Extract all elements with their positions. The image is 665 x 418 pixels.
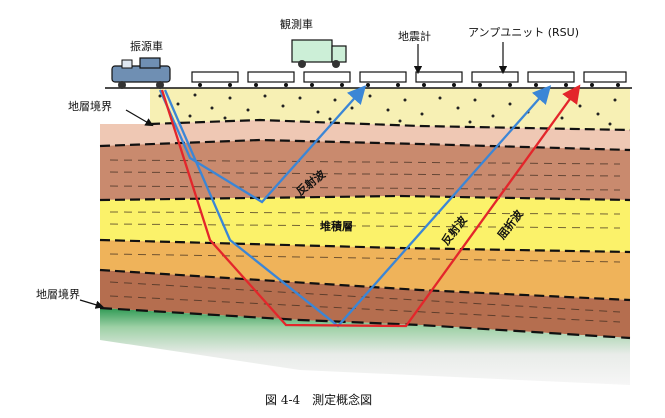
sedimentary-layer-label: 堆積層 bbox=[320, 219, 353, 233]
observation-truck-label: 観測車 bbox=[280, 17, 313, 31]
vibrator-truck-label: 振源車 bbox=[130, 39, 163, 53]
reflected-ray-deep bbox=[163, 85, 552, 328]
bedrock-layer bbox=[100, 308, 630, 385]
reflected-rays bbox=[158, 85, 552, 328]
dark-brown-layer bbox=[100, 270, 630, 338]
observation-truck-icon bbox=[291, 39, 347, 68]
vibrator-truck-icon bbox=[111, 57, 171, 89]
layer-boundary-top-label: 地層境界 bbox=[68, 99, 112, 113]
figure-caption: 図 4-4 測定概念図 bbox=[265, 392, 372, 407]
layer-boundary-bottom-label: 地層境界 bbox=[36, 287, 80, 301]
label-arrows bbox=[79, 42, 508, 309]
brown-layer bbox=[100, 140, 630, 200]
geophone-array bbox=[191, 71, 627, 87]
amplifier-unit-label: アンプユニット (RSU) bbox=[468, 26, 579, 39]
orange-layer bbox=[100, 240, 630, 300]
refracted-ray bbox=[160, 84, 581, 328]
seismometer-label: 地震計 bbox=[398, 29, 431, 43]
refracted-rays bbox=[160, 84, 581, 328]
yellow-sedimentary-layer bbox=[100, 196, 630, 252]
reflected-ray-shallow bbox=[158, 85, 367, 204]
